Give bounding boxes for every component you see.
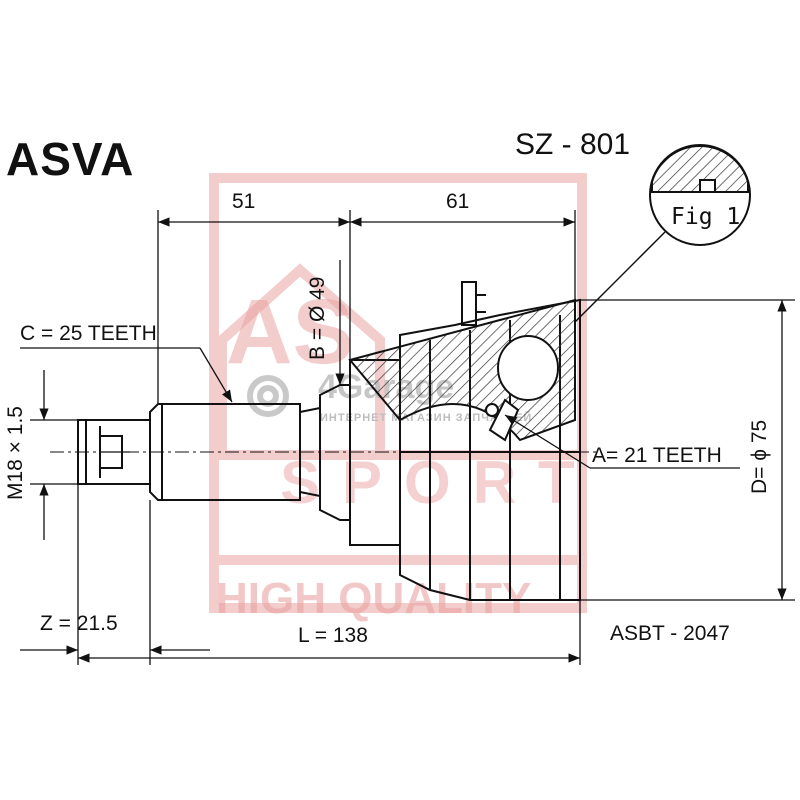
brand-title: ASVA — [6, 133, 135, 185]
fig-label: Fig 1 — [671, 204, 741, 230]
dimension-m-thread: M18 × 1.5 — [4, 406, 27, 500]
part-number: SZ - 801 — [515, 128, 631, 161]
watermark-sport: SPORT — [280, 449, 597, 516]
dimension-l: L = 138 — [298, 624, 368, 647]
abs-stud — [461, 281, 477, 326]
ball-bearing — [497, 335, 559, 401]
dimension-b-diameter: B = Ø 49 — [306, 276, 329, 360]
asbt-code: ASBT - 2047 — [610, 622, 730, 645]
dimension-51: 51 — [232, 190, 256, 213]
dimension-z: Z = 21.5 — [40, 612, 118, 635]
dimension-d-diameter: D= ϕ 75 — [748, 419, 771, 494]
watermark-quality: HIGH QUALITY — [216, 574, 532, 623]
dimension-c-teeth: C = 25 TEETH — [20, 322, 157, 345]
fig-leader — [574, 231, 666, 323]
watermark-logo-letters: AS — [226, 281, 354, 383]
watermark-tagline: ИНТЕРНЕТ МАГАЗИН ЗАПЧАСТЕЙ — [320, 412, 533, 424]
dimension-a-teeth: A= 21 TEETH — [592, 444, 722, 467]
cutaway-section — [348, 298, 576, 442]
dimension-61: 61 — [446, 190, 470, 213]
